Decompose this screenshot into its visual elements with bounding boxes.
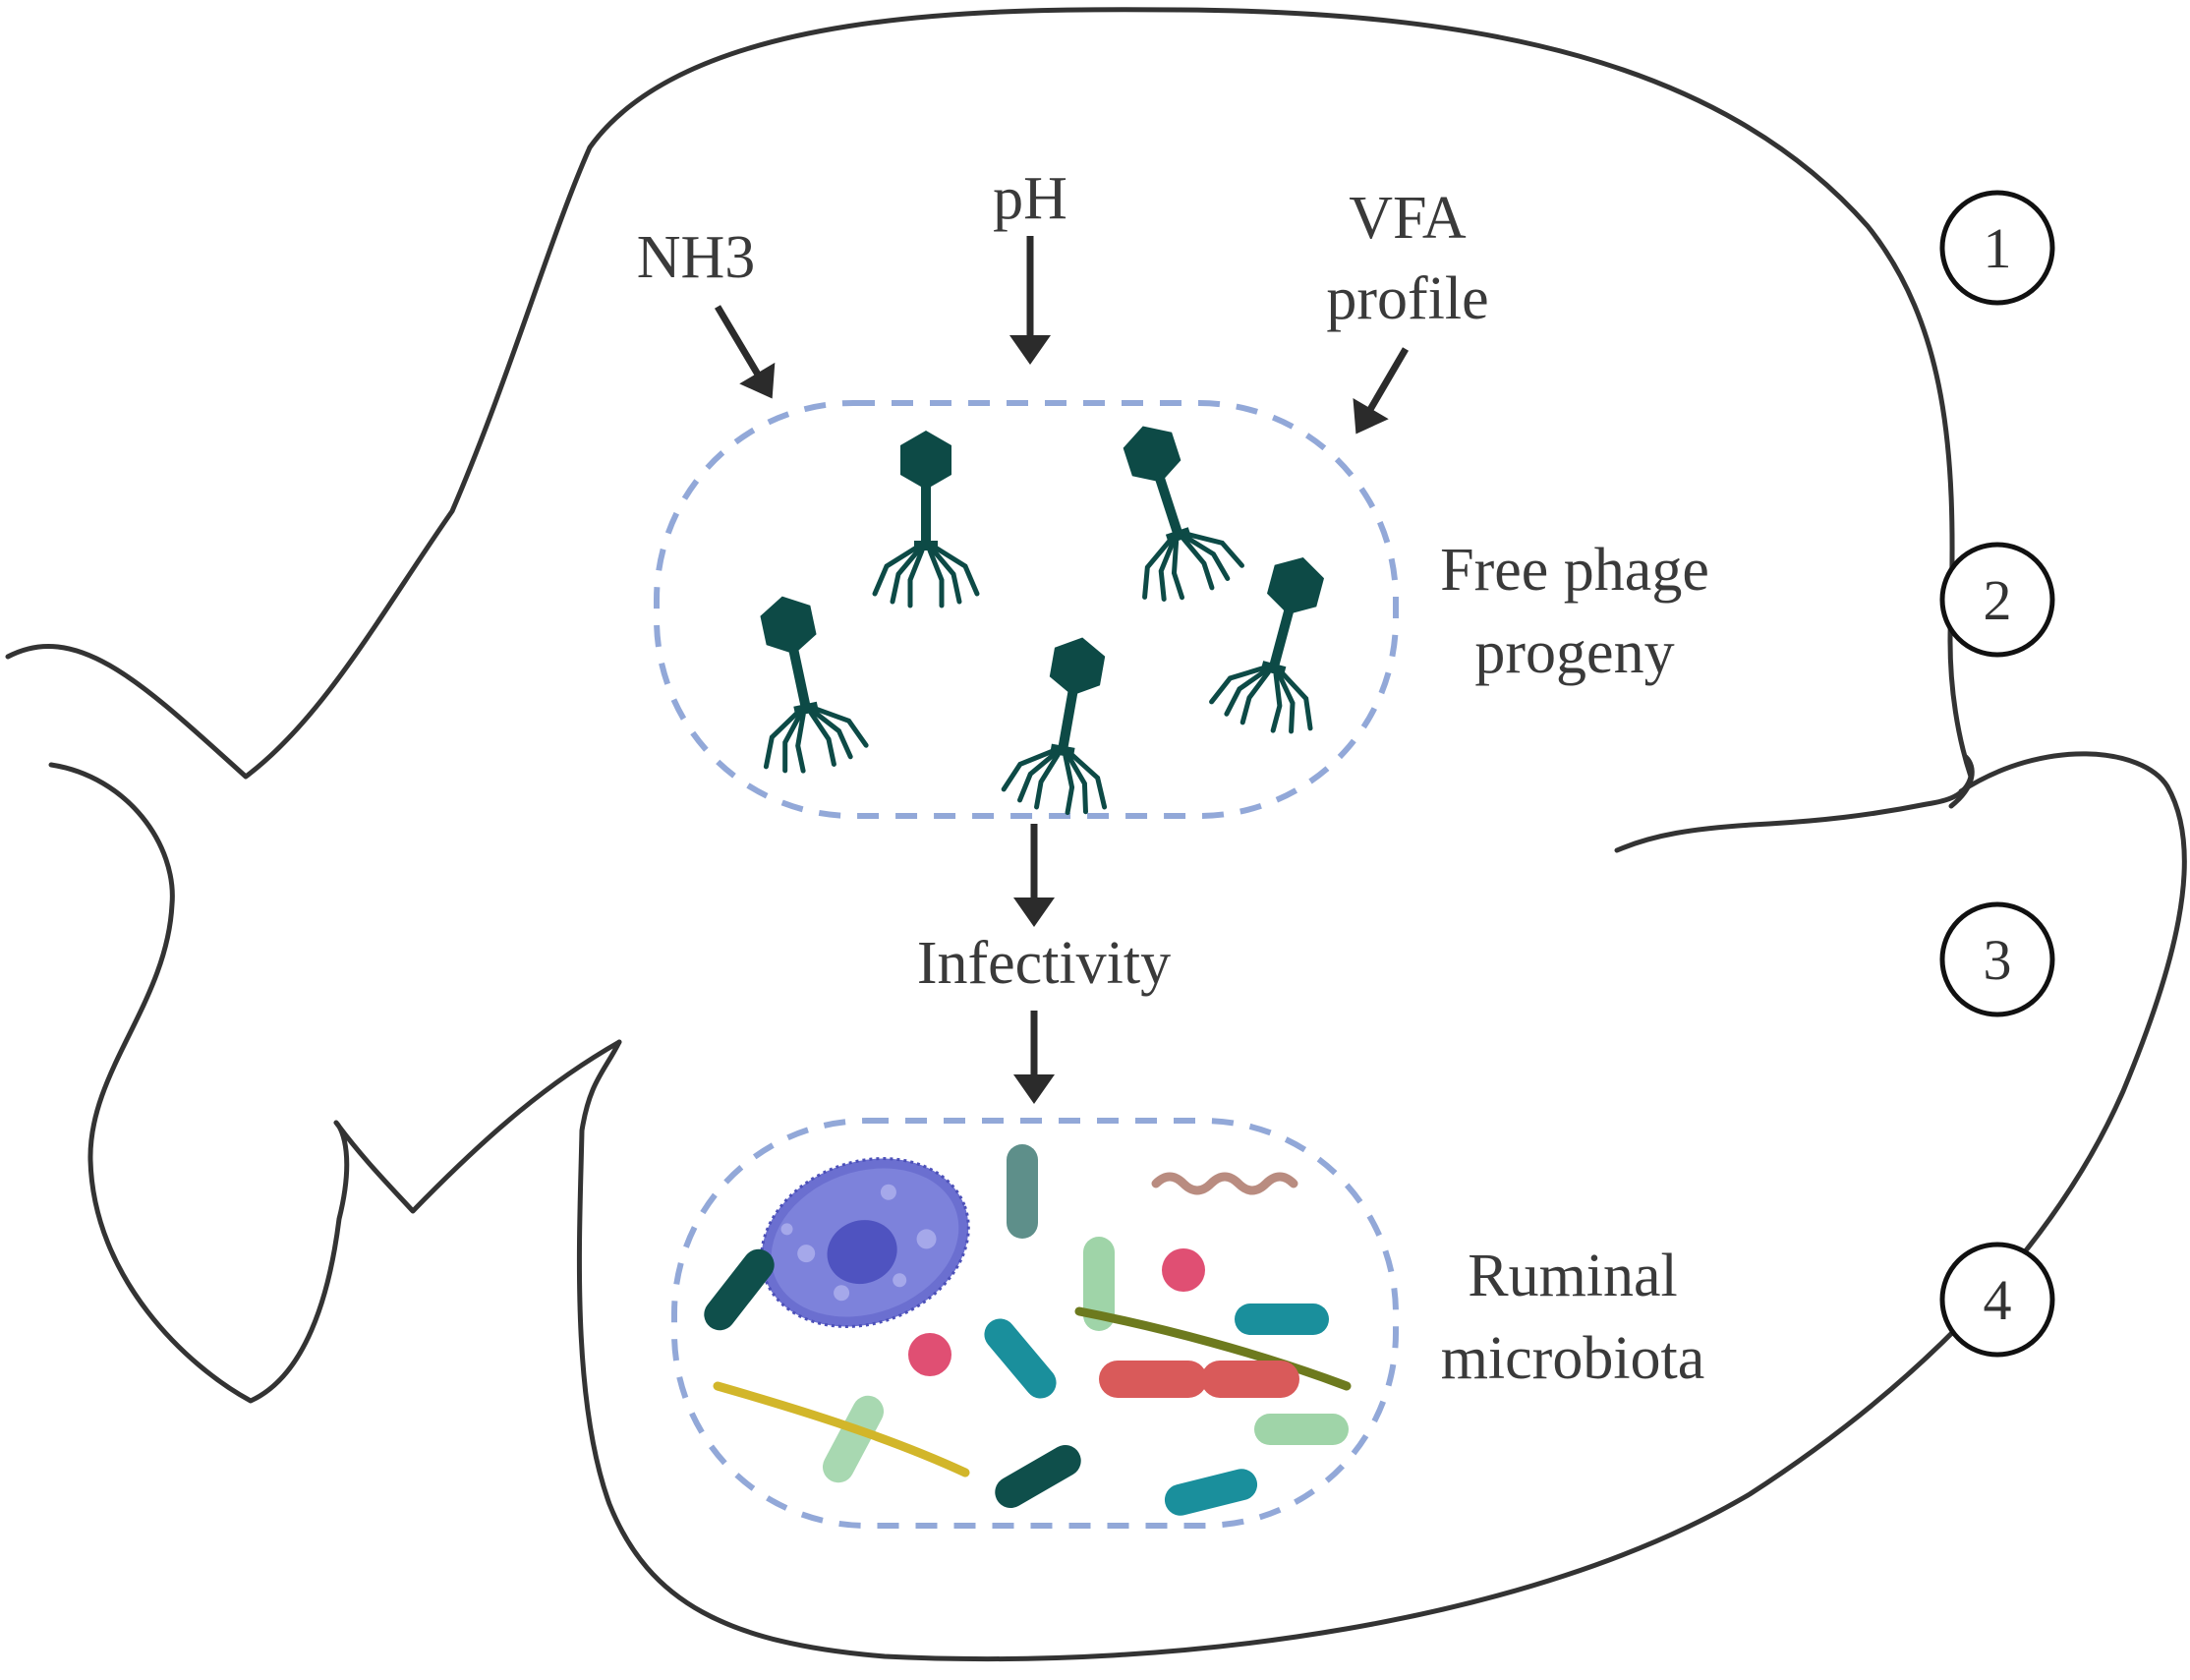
vfa-label-line2: profile [1326, 265, 1488, 332]
compartment-number-1: 1 [1984, 216, 2012, 280]
bacteriophage-icon [1094, 410, 1245, 608]
red-rod-bacterium [1099, 1361, 1207, 1398]
phage-group-border [654, 400, 1399, 819]
rumen-left-outline [48, 762, 622, 1404]
light-green-rod-bacterium [822, 1395, 885, 1483]
dark-rod-bacterium [704, 1248, 775, 1331]
phage-label-line1: Free phage [1440, 537, 1709, 604]
nh3-label: NH3 [637, 224, 756, 291]
grey-teal-rod-bacterium [1007, 1144, 1038, 1239]
bacteriophage-icon [1208, 545, 1353, 740]
bacteriophage-icon [875, 431, 977, 606]
rumen-outline [5, 7, 2187, 1662]
phage-label-line2: progeny [1474, 619, 1674, 686]
olive-filament-bacterium [1074, 1306, 1352, 1391]
microbiota-group-border [671, 1118, 1399, 1529]
red-rod-bacterium [1201, 1361, 1299, 1398]
microbiota-label-line2: microbiota [1441, 1325, 1705, 1392]
light-green-rod-bacterium [1254, 1414, 1349, 1445]
compartment-number-4: 4 [1984, 1268, 2012, 1332]
microbiota-cells [704, 1144, 1352, 1516]
rumen-upper-sac-outline [5, 7, 1974, 853]
compartment-number-3: 3 [1984, 928, 2012, 992]
coccus-bacterium [1162, 1248, 1205, 1292]
dark-rod-bacterium [995, 1445, 1081, 1508]
bacteriophage-icon [732, 586, 869, 779]
phage-particles [732, 410, 1353, 818]
teal-rod-bacterium [1164, 1469, 1258, 1516]
microbiota-label-line1: Ruminal [1468, 1243, 1678, 1309]
compartment-marker-4 [1939, 1242, 2055, 1358]
rumen-fold-outline [1948, 754, 1975, 809]
compartment-marker-3 [1939, 901, 2055, 1017]
bacteriophage-icon [1002, 628, 1132, 818]
vfa-arrow [1353, 347, 1410, 434]
arrows [714, 236, 1410, 1104]
nh3-arrow [714, 305, 776, 399]
compartment-markers: 1 2 3 4 [1939, 190, 2055, 1358]
protozoa-icon [760, 1157, 970, 1328]
infectivity-label: Infectivity [917, 930, 1171, 997]
compartment-marker-2 [1939, 542, 2055, 658]
light-green-rod-bacterium [1083, 1237, 1115, 1331]
vfa-label-line1: VFA [1349, 185, 1467, 252]
yellow-filament-bacterium [713, 1381, 970, 1477]
compartment-number-2: 2 [1984, 568, 2012, 632]
coccus-bacterium [908, 1333, 951, 1376]
spirochete-bacterium [1151, 1172, 1298, 1195]
rumen-lower-sac-outline [576, 751, 2187, 1662]
teal-rod-bacterium [984, 1318, 1057, 1399]
teal-rod-bacterium [1235, 1303, 1329, 1335]
ph-label: pH [993, 165, 1067, 232]
compartment-marker-1 [1939, 190, 2055, 306]
